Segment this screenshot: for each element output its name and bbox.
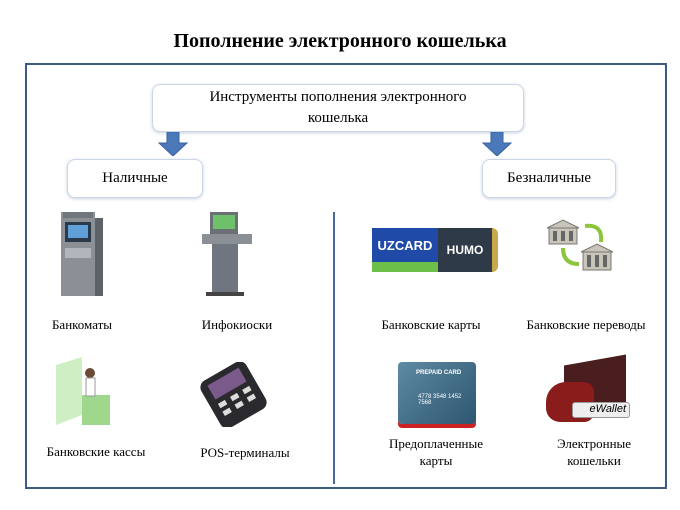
humo-logo: HUMO xyxy=(438,228,498,272)
uzcard-logo: UZCARD xyxy=(372,228,438,272)
root-line-1: Инструменты пополнения электронного xyxy=(209,89,467,105)
item-prepaid-line-2: карты xyxy=(419,453,453,468)
item-ewallet-label: Электронные кошельки xyxy=(514,435,674,469)
item-cards-label: Банковские карты xyxy=(381,317,481,332)
prepaid-card-number: 4778 3548 1452 7568 xyxy=(418,394,462,406)
divider xyxy=(333,212,335,484)
item-prepaid-line-1: Предоплаченные xyxy=(388,436,484,451)
ewallet-logo: eWallet xyxy=(572,402,630,418)
atm-image xyxy=(61,212,103,296)
item-cashdesk-label: Банковские кассы xyxy=(46,444,146,459)
item-ewallet-line-2: кошельки xyxy=(567,453,621,468)
cash-desk-image xyxy=(56,357,110,425)
arrow-down-icon xyxy=(158,132,188,156)
diagram-frame xyxy=(25,63,667,489)
bank-transfers-image xyxy=(546,219,614,271)
item-prepaid-label: Предоплаченные карты xyxy=(356,435,516,469)
kiosk-image xyxy=(202,212,252,296)
item-kiosk-label: Инфокиоски xyxy=(201,317,273,332)
item-transfers-label: Банковские переводы xyxy=(526,317,646,332)
root-node: Инструменты пополнения электронного коше… xyxy=(152,84,524,132)
page-title: Пополнение электронного кошелька xyxy=(173,30,507,52)
pos-terminal-image xyxy=(200,362,267,427)
category-cash: Наличные xyxy=(67,159,203,198)
category-noncash: Безналичные xyxy=(482,159,616,198)
item-atm-label: Банкоматы xyxy=(51,317,113,332)
arrow-down-icon xyxy=(482,132,512,156)
item-ewallet-line-1: Электронные xyxy=(556,436,632,451)
prepaid-card-title: PREPAID CARD xyxy=(416,370,462,376)
root-line-2: кошелька xyxy=(307,110,369,126)
ewallet-image: eWallet xyxy=(544,354,634,428)
bank-cards-image: UZCARD HUMO xyxy=(372,228,502,272)
item-pos-label: POS-терминалы xyxy=(200,445,290,460)
prepaid-card-image: PREPAID CARD 4778 3548 1452 7568 xyxy=(398,362,476,424)
